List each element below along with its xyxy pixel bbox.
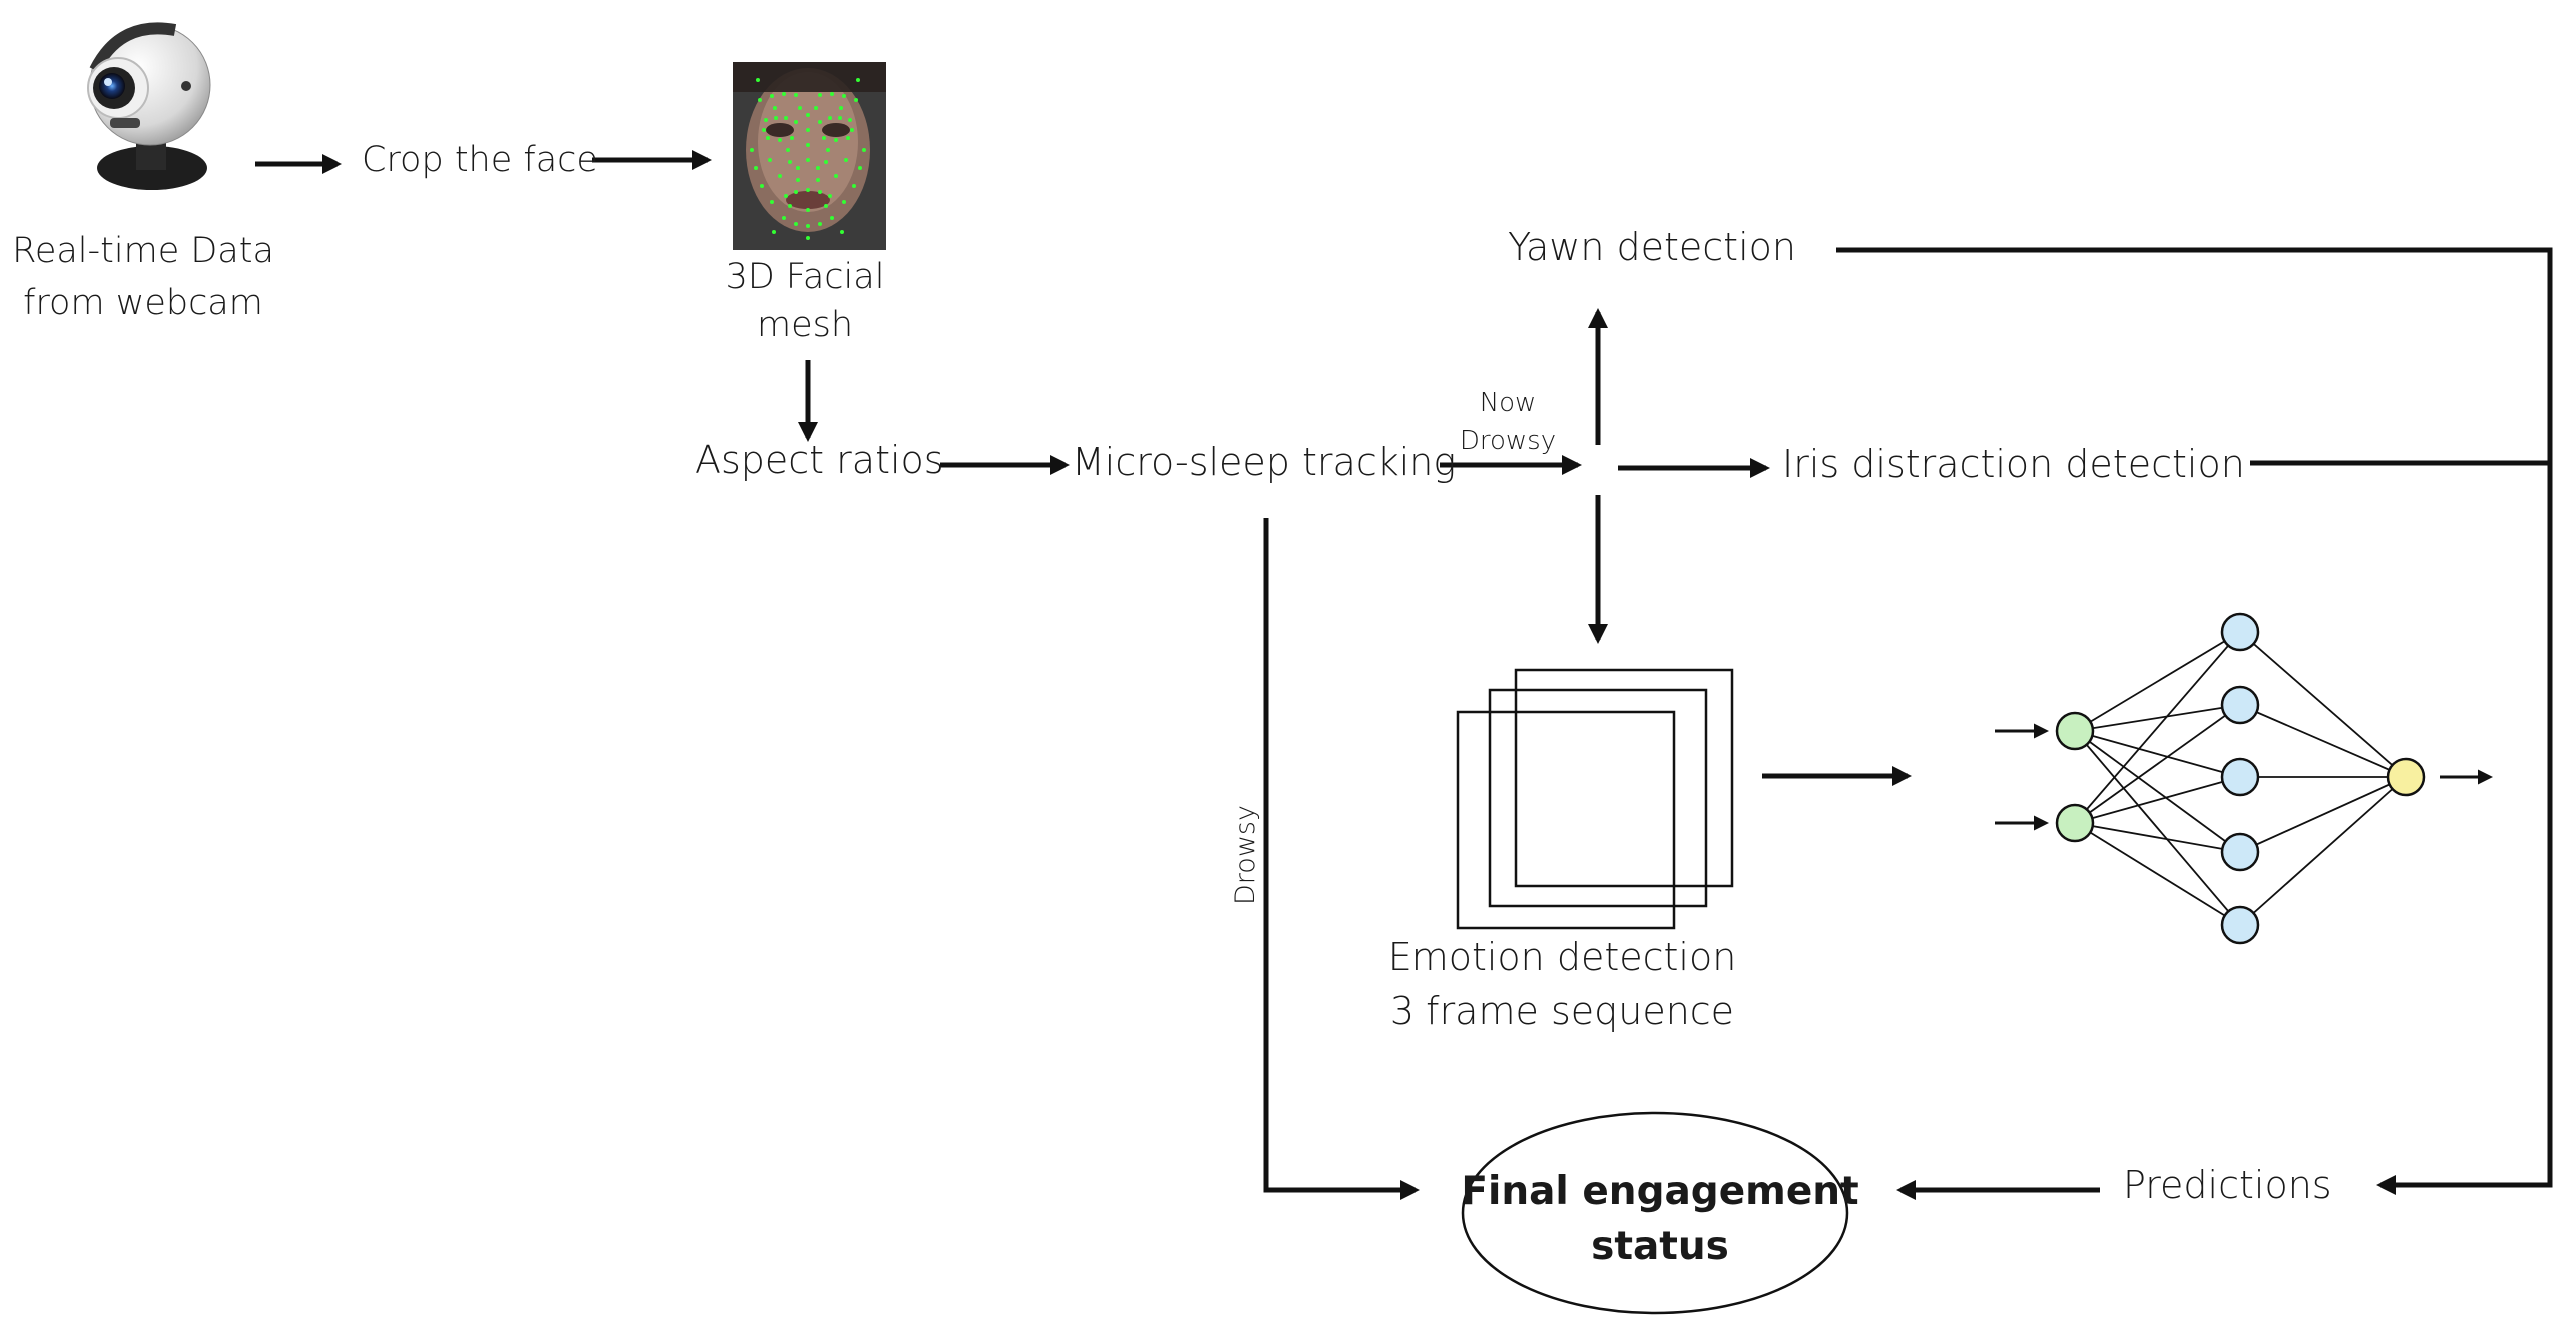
nn-hidden-node (2220, 612, 2260, 652)
drowsy-branch-label: Drowsy (1459, 426, 1557, 456)
line-yawn-to-predictions (1836, 247, 2553, 1195)
emotion-frame-stack (1456, 668, 1734, 930)
nn-hidden-node (2220, 905, 2260, 945)
final-engagement-label: Final engagement status (1461, 1164, 1858, 1274)
nn-hidden-node (2220, 757, 2260, 797)
now-drowsy-label: Now Drowsy (1460, 384, 1556, 460)
face-mesh-icon (733, 62, 886, 250)
nn-hidden-node (2220, 832, 2260, 872)
emotion-detection-label: Emotion detection 3 frame sequence (1388, 930, 1737, 1038)
mesh-label-line2: mesh (756, 305, 854, 345)
aspect-ratios-label: Aspect ratios (695, 438, 944, 482)
webcam-icon (87, 22, 211, 190)
final-status-ellipse (1461, 1111, 1849, 1315)
crop-label: Crop the face (362, 140, 598, 180)
webcam-label: Real-time Data from webcam (12, 225, 274, 329)
nn-output-node (2386, 757, 2426, 797)
drowsy-vertical-label: Drowsy (1230, 805, 1261, 905)
microsleep-label: Micro-sleep tracking (1072, 440, 1457, 484)
predictions-label: Predictions (2123, 1163, 2332, 1207)
mesh-label-line1: 3D Facial (725, 257, 885, 297)
nn-hidden-node (2220, 685, 2260, 725)
now-label: Now (1479, 388, 1537, 418)
webcam-label-line1: Real-time Data (12, 231, 274, 271)
emotion-label-line2: 3 frame sequence (1389, 989, 1735, 1033)
emotion-label-line1: Emotion detection (1387, 935, 1737, 979)
final-label-line1: Final engagement (1461, 1169, 1859, 1214)
webcam-label-line2: from webcam (23, 283, 263, 323)
final-label-line2: status (1591, 1224, 1729, 1269)
nn-input-node (2055, 803, 2095, 843)
neural-network-icon (1995, 612, 2493, 945)
arrow-drowsy-to-final (1263, 518, 1420, 1200)
mesh-label: 3D Facial mesh (726, 253, 885, 349)
iris-detection-label: Iris distraction detection (1782, 442, 2245, 486)
yawn-detection-label: Yawn detection (1508, 225, 1796, 269)
nn-input-node (2055, 711, 2095, 751)
